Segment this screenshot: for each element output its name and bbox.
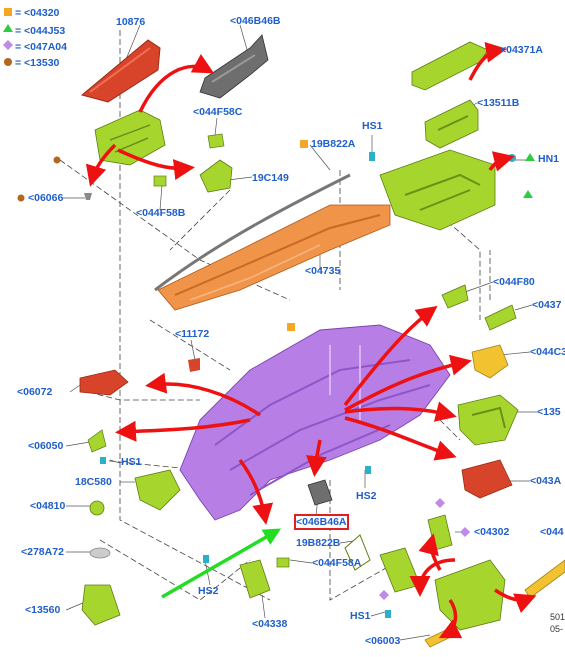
part-bar-044[interactable] — [524, 559, 565, 599]
part-panel-13511B[interactable] — [424, 99, 479, 149]
legend-symbols — [3, 8, 13, 66]
callout-044F58B[interactable]: <044F58B — [136, 207, 186, 219]
marker-diamond-icon — [435, 498, 445, 508]
callout-06003[interactable]: <06003 — [365, 635, 401, 647]
part-clip-044F58C[interactable] — [207, 133, 225, 149]
part-clip-044F58B[interactable] — [153, 175, 167, 187]
footer-code-1: 501 — [550, 612, 565, 622]
callout-04302[interactable]: <04302 — [474, 526, 510, 538]
part-clip-HS1-low[interactable] — [385, 610, 391, 618]
footer-code-2: 05- — [550, 624, 564, 634]
part-duct-046B46A[interactable] — [307, 479, 333, 506]
callout-044C3[interactable]: <044C3 — [530, 346, 565, 358]
legend-item-0: = <04320 — [15, 7, 60, 19]
callout-19C149[interactable]: 19C149 — [252, 172, 289, 184]
callout-11172[interactable]: <11172 — [175, 328, 210, 340]
callout-0437[interactable]: <0437 — [532, 299, 562, 311]
part-frame-135[interactable] — [457, 394, 519, 446]
callout-046B46A-highlighted[interactable]: <046B46A — [294, 514, 349, 530]
part-cover-13560[interactable] — [81, 584, 121, 626]
callout-06050[interactable]: <06050 — [28, 440, 64, 452]
part-clip-HS2-mid[interactable] — [365, 466, 371, 474]
part-wire-19B822A[interactable] — [154, 173, 351, 292]
part-bracket-06050[interactable] — [87, 429, 107, 453]
marker-diamond-icon — [460, 527, 470, 537]
part-screw-06066[interactable] — [84, 193, 92, 200]
callout-HS2-mid[interactable]: HS2 — [356, 490, 377, 502]
callout-HS1-low[interactable]: HS1 — [350, 610, 371, 622]
callout-HS1-top[interactable]: HS1 — [362, 120, 383, 132]
legend-circle-icon — [4, 58, 12, 66]
red-arrows — [85, 41, 537, 639]
part-vent-19C149[interactable] — [199, 159, 233, 193]
marker-square-icon — [300, 140, 308, 148]
part-grille-043A[interactable] — [461, 459, 513, 499]
legend-item-2: = <047A04 — [15, 41, 67, 53]
part-crossbeam-04735[interactable] — [157, 204, 391, 311]
part-panel-04338[interactable] — [239, 559, 271, 599]
callout-278A72[interactable]: <278A72 — [21, 546, 64, 558]
callout-13560[interactable]: <13560 — [25, 604, 61, 616]
marker-triangle-icon — [525, 153, 535, 161]
marker-triangle-icon — [523, 190, 533, 198]
marker-diamond-icon — [379, 590, 389, 600]
marker-circle-icon — [17, 194, 25, 202]
marker-square-icon — [287, 323, 295, 331]
part-duct-046B46B[interactable] — [199, 34, 269, 99]
part-vent-044F80[interactable] — [441, 284, 469, 309]
part-clip-HS2-low[interactable] — [203, 555, 209, 563]
part-clip-HS1-mid[interactable] — [100, 457, 106, 464]
part-bezel-278A72[interactable] — [89, 547, 111, 559]
callout-19B822A[interactable]: 19B822A — [311, 138, 356, 150]
callout-13511B[interactable]: <13511B — [477, 97, 520, 109]
part-dash-cover-10876[interactable] — [80, 39, 161, 103]
callout-04338[interactable]: <04338 — [252, 618, 288, 630]
callout-10876[interactable]: 10876 — [116, 16, 146, 28]
part-vent-0437[interactable] — [484, 304, 517, 331]
callout-04735[interactable]: <04735 — [305, 265, 341, 277]
callout-19B822B[interactable]: 19B822B — [296, 537, 341, 549]
callout-HN1[interactable]: HN1 — [538, 153, 560, 165]
callout-04810[interactable]: <04810 — [30, 500, 66, 512]
marker-circle-icon — [53, 156, 61, 164]
legend-square-icon — [4, 8, 12, 16]
callout-044[interactable]: <044 — [540, 526, 564, 538]
part-clip-HN1[interactable] — [508, 154, 516, 162]
legend-diamond-icon — [3, 40, 13, 50]
callout-044F58C[interactable]: <044F58C — [193, 106, 243, 118]
part-knob-04810[interactable] — [89, 500, 105, 516]
callout-044F80[interactable]: <044F80 — [493, 276, 535, 288]
callout-18C580[interactable]: 18C580 — [75, 476, 112, 488]
legend-item-3: = <13530 — [15, 57, 60, 69]
callout-06072[interactable]: <06072 — [17, 386, 53, 398]
legend-triangle-icon — [3, 24, 13, 32]
callout-135[interactable]: <135 — [537, 406, 561, 418]
inline-markers — [17, 140, 535, 600]
callout-046B46B[interactable]: <046B46B — [230, 15, 281, 27]
callout-HS2-low[interactable]: HS2 — [198, 585, 219, 597]
callout-044F58A[interactable]: <044F58A — [312, 557, 362, 569]
part-clip-HS1-top[interactable] — [369, 152, 375, 161]
part-support-18C580[interactable] — [134, 469, 181, 511]
callout-04371A[interactable]: <04371A — [500, 44, 543, 56]
part-trim-06072[interactable] — [79, 369, 129, 396]
part-console-upper-right[interactable] — [379, 149, 496, 231]
legend-item-1: = <044J53 — [15, 25, 66, 37]
green-arrow — [161, 528, 282, 599]
callout-043A[interactable]: <043A — [530, 475, 562, 487]
callout-06066[interactable]: <06066 — [28, 192, 64, 204]
callout-HS1-mid[interactable]: HS1 — [121, 456, 142, 468]
part-clip-11172[interactable] — [188, 358, 200, 372]
part-housing-044C3[interactable] — [471, 344, 509, 379]
part-clip-044F58A[interactable] — [276, 557, 290, 568]
